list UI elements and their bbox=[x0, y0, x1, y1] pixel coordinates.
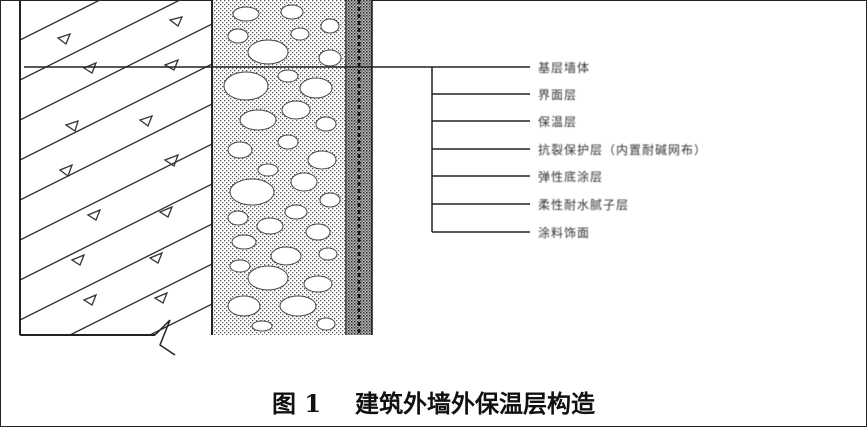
insulation-layer bbox=[213, 0, 347, 335]
layer-label-putty: 柔性耐水腻子层 bbox=[538, 198, 630, 212]
finish-layers bbox=[347, 0, 373, 335]
layer-label-crack-resistant: 抗裂保护层（内置耐碱网布） bbox=[538, 143, 708, 157]
layer-label-elastic-primer: 弹性底涂层 bbox=[538, 170, 604, 184]
figure-caption: 图 1 建筑外墙外保温层构造 bbox=[0, 384, 867, 419]
figure-title: 建筑外墙外保温层构造 bbox=[355, 389, 596, 418]
leader-lines bbox=[24, 66, 530, 233]
layer-label-base-wall: 基层墙体 bbox=[538, 61, 591, 75]
wall-section-diagram bbox=[19, 0, 530, 356]
figure-number: 图 1 bbox=[271, 389, 322, 418]
base-wall bbox=[19, 0, 213, 356]
layer-label-coating: 涂料饰面 bbox=[538, 226, 591, 240]
layer-label-interface: 界面层 bbox=[538, 88, 578, 102]
layer-label-insulation: 保温层 bbox=[538, 115, 578, 129]
